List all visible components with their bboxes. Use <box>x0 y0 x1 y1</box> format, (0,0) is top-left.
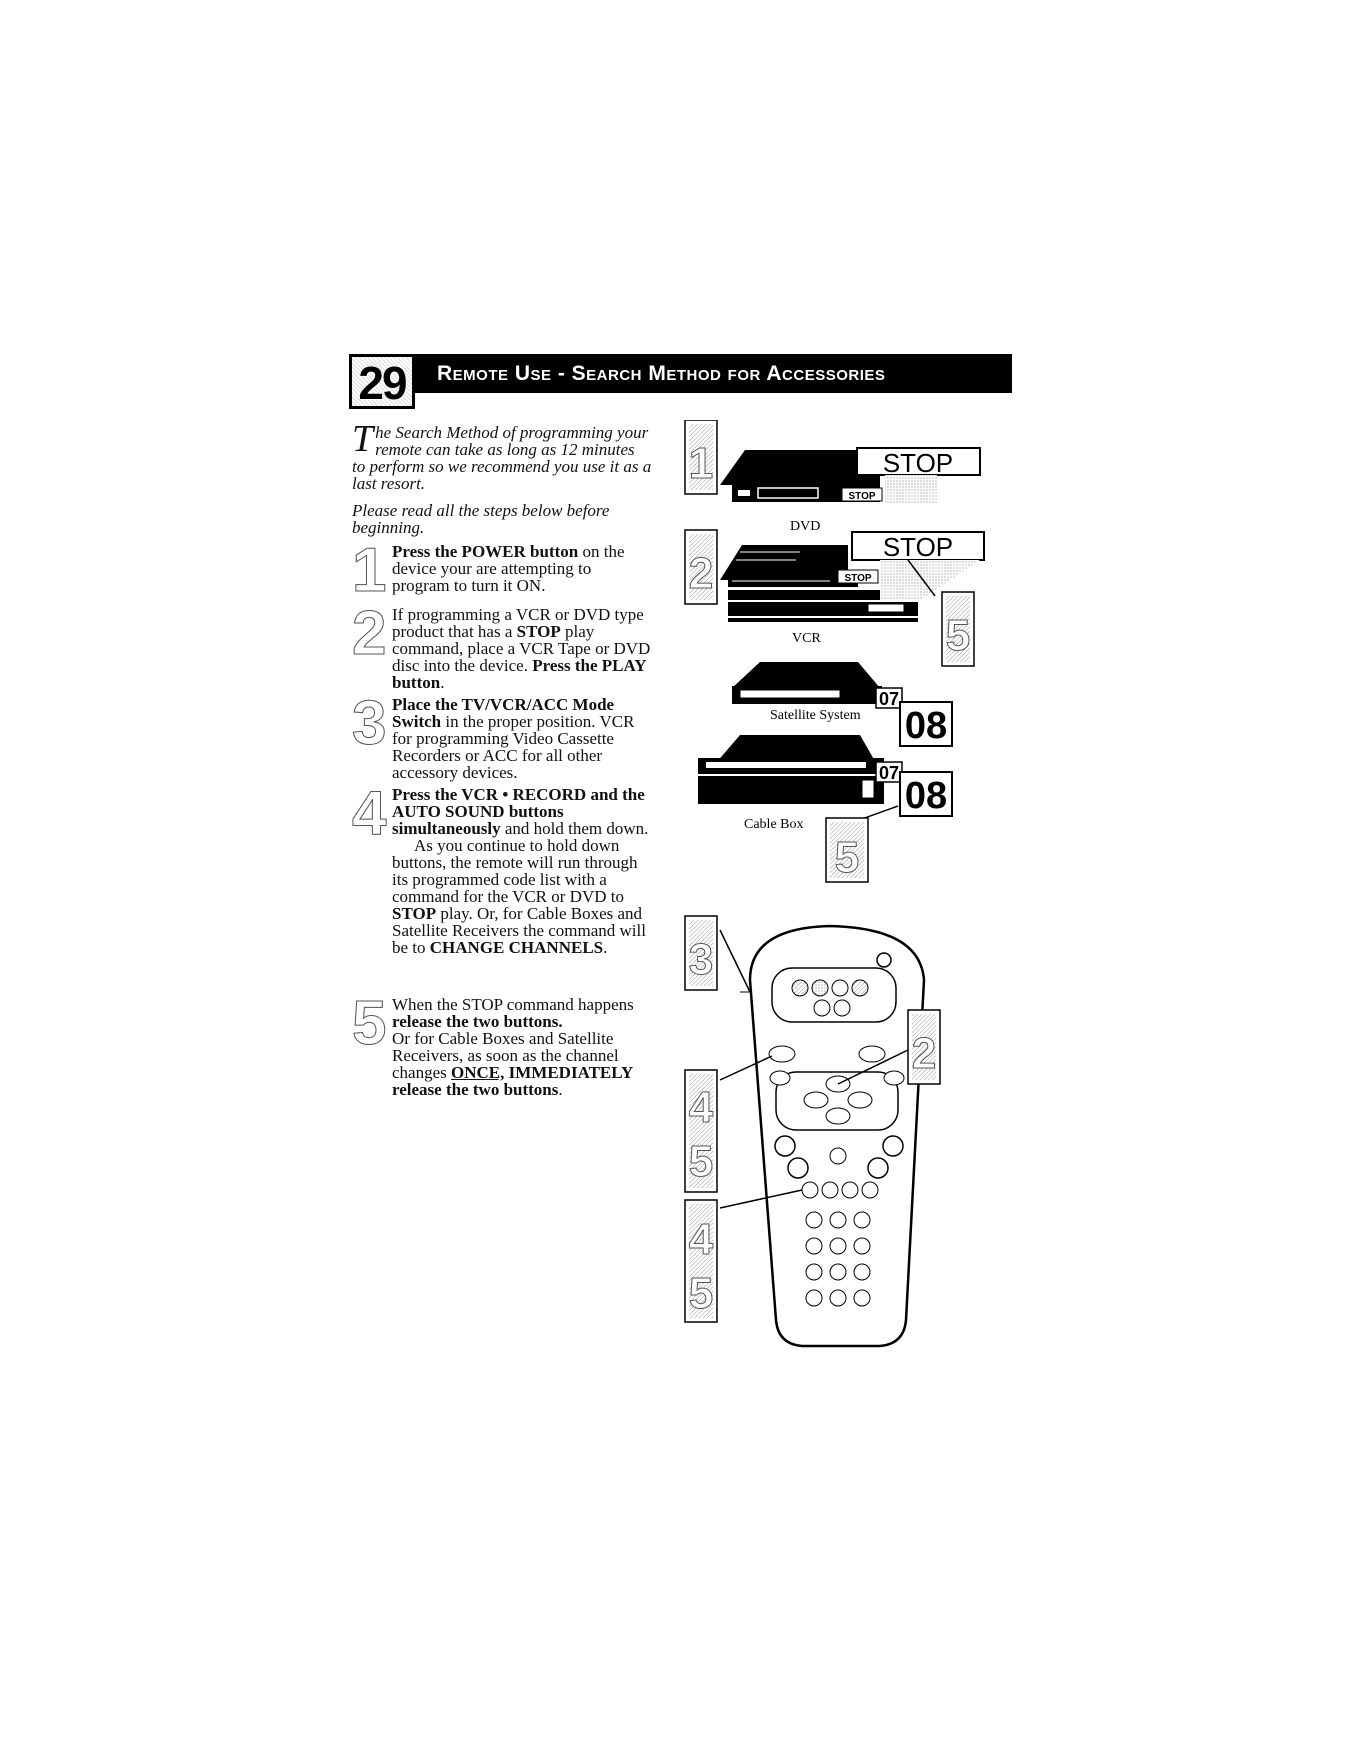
dvd-stop-small-label: STOP <box>848 491 875 502</box>
step-text: If programming a VCR or DVD type product… <box>392 605 651 692</box>
dvd-player: STOP STOP DVD <box>720 447 981 534</box>
satellite-receiver: Satellite System 07 08 <box>732 662 953 747</box>
power-button <box>876 952 892 968</box>
step-1: 1 Press the POWER button on the device y… <box>352 539 652 602</box>
step-number: 3 <box>352 689 387 758</box>
vcr-stop-label: STOP <box>883 532 953 562</box>
step-text: When the STOP command happens release th… <box>392 995 634 1099</box>
svg-text:4: 4 <box>689 1083 714 1132</box>
step-2: 2 If programming a VCR or DVD type produ… <box>352 599 652 692</box>
number-keypad <box>805 1211 871 1307</box>
svg-text:5: 5 <box>835 833 859 882</box>
svg-text:2: 2 <box>912 1029 936 1078</box>
dvd-stop-button <box>841 487 883 502</box>
satellite-channel-before: 07 <box>879 689 899 709</box>
cable-caption: Cable Box <box>744 817 804 832</box>
step-text: Press the POWER button on the device you… <box>392 542 625 595</box>
step-number: 5 <box>352 989 387 1058</box>
auto-sound-button <box>768 1045 796 1063</box>
svg-text:1: 1 <box>689 439 713 488</box>
svg-text:5: 5 <box>689 1137 713 1186</box>
step-text: Place the TV/VCR/ACC Mode Switch in the … <box>392 695 635 782</box>
step-number: 4 <box>352 779 387 848</box>
callout-4-5-upper: 4 5 <box>684 1055 773 1193</box>
vcr-device: STOP STOP VCR <box>720 531 985 646</box>
section-title: Remote Use - Search Method for Accessori… <box>413 354 1012 393</box>
vcr-caption: VCR <box>792 631 821 646</box>
callout-2-remote: 2 <box>837 1009 941 1085</box>
dvd-caption: DVD <box>790 519 820 534</box>
intro-paragraph-2: Please read all the steps below before b… <box>352 501 610 537</box>
callout-4-5-lower: 4 5 <box>684 1189 803 1323</box>
page-number: 29 <box>349 354 415 409</box>
satellite-channel-after: 08 <box>905 705 947 747</box>
cable-channel-after: 08 <box>905 775 947 817</box>
cable-channel-before: 07 <box>879 763 899 783</box>
dvd-stop-label: STOP <box>883 448 953 478</box>
svg-text:5: 5 <box>946 611 970 660</box>
svg-text:3: 3 <box>689 935 713 984</box>
step-number: 2 <box>352 599 387 668</box>
device-illustrations: STOP STOP DVD 1 STOP STOP <box>684 420 985 1348</box>
vcr-record-button <box>801 1181 819 1199</box>
drop-cap: T <box>352 418 374 460</box>
step-3: 3 Place the TV/VCR/ACC Mode Switch in th… <box>352 689 652 782</box>
callout-2: 2 <box>684 529 718 605</box>
svg-text:5: 5 <box>689 1269 713 1318</box>
step-5: 5 When the STOP command happens release … <box>352 989 652 1099</box>
satellite-caption: Satellite System <box>770 708 861 723</box>
callout-5-cable: 5 <box>825 805 899 883</box>
step-number: 1 <box>352 536 387 605</box>
remote-control <box>740 924 926 1348</box>
callout-5-vcr: 5 <box>941 591 975 667</box>
svg-text:2: 2 <box>689 549 713 598</box>
callout-1: 1 <box>684 420 718 495</box>
cable-box: 07 08 Cable Box <box>698 735 953 832</box>
section-header: 29 Remote Use - Search Method for Access… <box>349 354 1012 409</box>
vcr-stop-small-label: STOP <box>844 573 871 584</box>
svg-text:4: 4 <box>689 1215 714 1264</box>
callout-3-remote: 3 <box>684 915 751 993</box>
step-4: 4 Press the VCR • RECORD and the AUTO SO… <box>352 779 652 957</box>
step-text: Press the VCR • RECORD and the AUTO SOUN… <box>392 785 649 957</box>
